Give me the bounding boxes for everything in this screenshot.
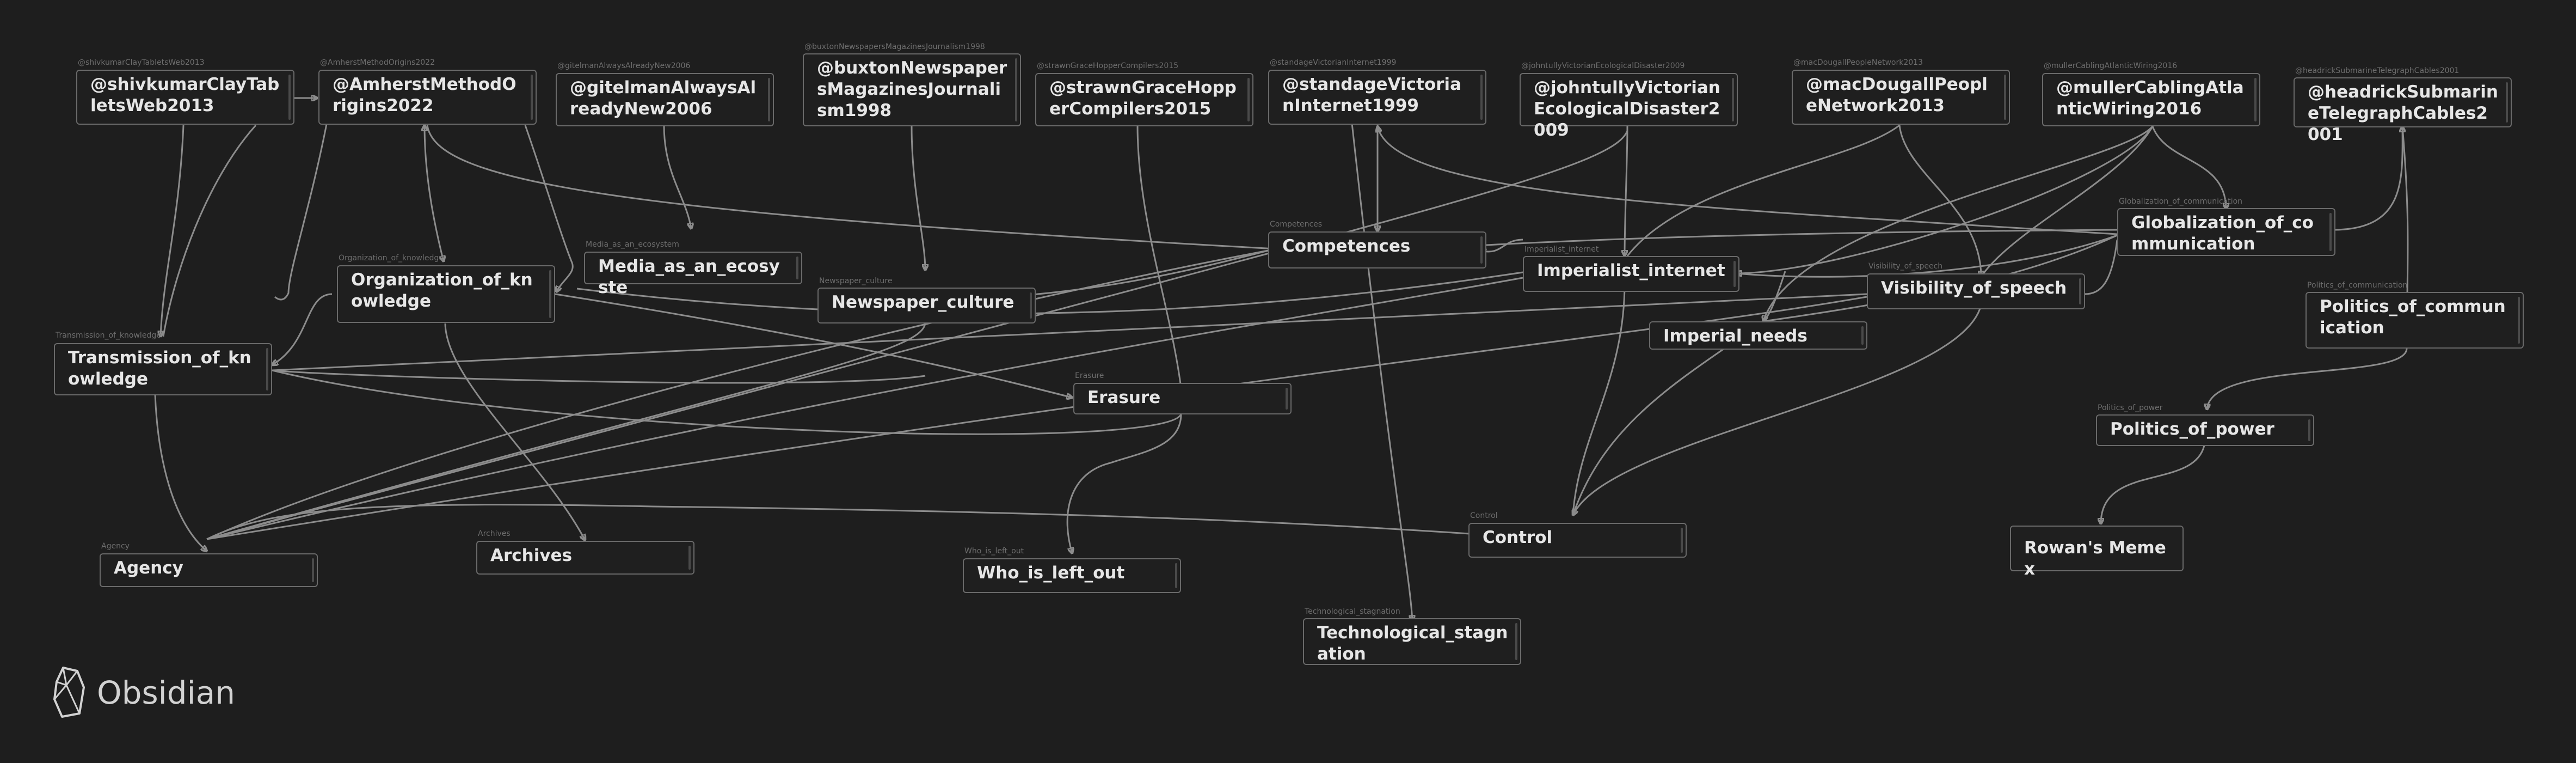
obsidian-brand: Obsidian (52, 666, 235, 720)
edge (1736, 126, 2154, 273)
node-tag: @johntullyVictorianEcologicalDisaster200… (1521, 62, 1685, 70)
node-tag: @headrickSubmarineTelegraphCables2001 (2295, 66, 2460, 75)
edge (425, 125, 444, 261)
node-tag: Transmission_of_knowledge (56, 331, 161, 340)
node-politics-of-power[interactable]: Politics_of_power (2096, 414, 2314, 446)
node-tag: @strawnGraceHopperCompilers2015 (1037, 62, 1179, 70)
node-tag: @macDougallPeopleNetwork2013 (1793, 58, 1923, 67)
node-tag: Newspaper_culture (819, 277, 893, 285)
node-tag: @AmherstMethodOrigins2022 (320, 58, 435, 67)
node-standage-victorian-internet[interactable]: @standageVictorianInternet1999 (1268, 70, 1486, 125)
edge (206, 504, 1470, 540)
edge (1736, 234, 2118, 278)
edge (2207, 348, 2408, 410)
node-technological-stagnation[interactable]: Technological_stagnation (1303, 618, 1521, 665)
node-tag: Globalization_of_communication (2119, 197, 2243, 206)
edge (1066, 413, 1182, 553)
node-who-is-left-out[interactable]: Who_is_left_out (963, 558, 1181, 593)
node-tag: Agency (101, 542, 130, 551)
edge (1378, 126, 2118, 235)
edge (274, 124, 328, 301)
edge (272, 369, 1182, 435)
obsidian-logo-icon (52, 666, 86, 720)
node-control[interactable]: Control (1468, 523, 1687, 558)
node-tag: Organization_of_knowledge (339, 254, 444, 263)
edge (576, 271, 1523, 315)
node-strawn-grace-hopper[interactable]: @strawnGraceHopperCompilers2015 (1035, 73, 1253, 126)
edge (161, 125, 185, 337)
node-tag: @gitelmanAlwaysAlreadyNew2006 (557, 62, 691, 70)
node-newspaper-culture[interactable]: Newspaper_culture (817, 288, 1036, 323)
node-visibility-of-speech[interactable]: Visibility_of_speech (1867, 273, 2085, 309)
node-globalization-of-communication[interactable]: Globalization_of_communication (2117, 208, 2335, 256)
node-tag: Visibility_of_speech (1868, 262, 1943, 271)
edge (524, 125, 574, 292)
node-macdougall-people-network[interactable]: @macDougallPeopleNetwork2013 (1792, 70, 2010, 125)
node-rowans-memex[interactable]: Rowan's Memex (2010, 526, 2184, 579)
edge (663, 125, 691, 229)
edge (444, 323, 585, 540)
edge (272, 369, 926, 384)
node-tag: Control (1470, 511, 1498, 520)
node-johntully-ecological-disaster[interactable]: @johntullyVictorianEcologicalDisaster200… (1520, 73, 1738, 140)
edge (206, 249, 1269, 540)
edge (1136, 125, 1182, 388)
node-tag: Politics_of_power (2098, 404, 2163, 412)
edge (1572, 283, 1626, 516)
edge (1980, 126, 2154, 277)
edge (1763, 126, 2154, 321)
node-erasure[interactable]: Erasure (1073, 383, 1292, 414)
edge (1625, 125, 1628, 256)
node-tag: Media_as_an_ecosystem (586, 240, 679, 249)
edge (2334, 126, 2402, 231)
node-imperial-needs[interactable]: Imperial_needs (1649, 321, 1867, 350)
edge (555, 293, 1073, 399)
node-tag: Imperialist_internet (1524, 245, 1599, 254)
node-tag: Competences (1270, 220, 1323, 229)
edge (1626, 124, 1900, 257)
node-tag: Technological_stagnation (1305, 607, 1400, 616)
node-shivkumar-clay-tablets[interactable]: @shivkumarClayTabletsWeb2013 (76, 70, 294, 125)
edge (206, 130, 1628, 540)
node-transmission-of-knowledge[interactable]: Transmission_of_knowledge (54, 343, 272, 395)
brand-name: Obsidian (97, 674, 236, 711)
node-amherst-method-origins[interactable]: @AmherstMethodOrigins2022 (318, 70, 537, 125)
edge (1480, 239, 1523, 252)
node-politics-of-communication[interactable]: Politics_of_communication (2306, 292, 2524, 349)
node-tag: Politics_of_communication (2307, 281, 2408, 290)
node-tag: @buxtonNewspapersMagazinesJournalism1998 (804, 42, 985, 51)
node-agency[interactable]: Agency (100, 553, 318, 587)
edge (272, 293, 333, 365)
edge (1573, 304, 1982, 515)
edge (1898, 125, 1981, 277)
node-imperialist-internet[interactable]: Imperialist_internet (1523, 256, 1739, 292)
node-organization-of-knowledge[interactable]: Organization_of_knowledge (337, 265, 555, 323)
node-tag: @shivkumarClayTabletsWeb2013 (78, 58, 205, 67)
edge (911, 126, 925, 270)
edge (206, 277, 1523, 540)
edge (2101, 445, 2205, 524)
edge (2084, 239, 2118, 295)
node-tag: Who_is_left_out (964, 547, 1024, 556)
edge (1762, 271, 1786, 322)
node-buxton-newspapers[interactable]: @buxtonNewspapersMagazinesJournalism1998 (803, 53, 1021, 126)
node-tag: Archives (478, 529, 511, 538)
node-tag: @mullerCablingAtlanticWiring2016 (2044, 62, 2178, 70)
node-tag: Erasure (1075, 371, 1104, 380)
node-headrick-submarine-cables[interactable]: @headrickSubmarineTelegraphCables2001 (2294, 77, 2512, 144)
node-competences[interactable]: Competences (1268, 231, 1486, 268)
edge (2151, 126, 2226, 209)
edge (162, 124, 257, 337)
node-media-as-an-ecosystem[interactable]: Media_as_an_ecosyste (584, 252, 802, 297)
edge (154, 394, 207, 551)
edge (206, 296, 1867, 540)
node-tag: @standageVictorianInternet1999 (1270, 58, 1397, 67)
node-archives[interactable]: Archives (476, 541, 694, 575)
node-gitelman-always-already-new[interactable]: @gitelmanAlwaysAlreadyNew2006 (556, 73, 774, 126)
node-muller-cabling-atlantic[interactable]: @mullerCablingAtlanticWiring2016 (2042, 73, 2260, 126)
